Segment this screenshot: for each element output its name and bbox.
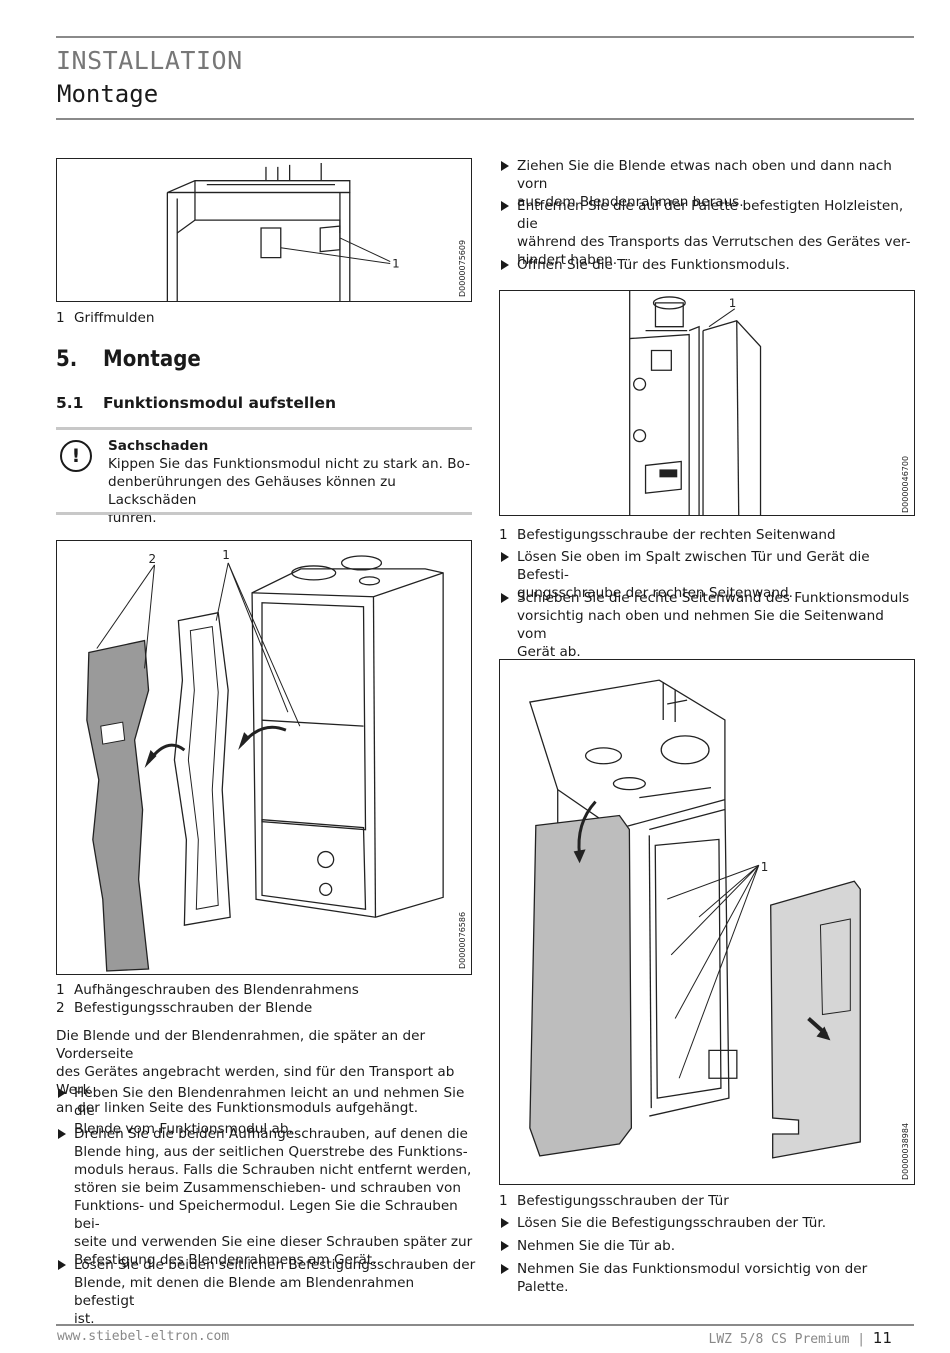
step-line: Öffnen Sie die Tür des Funktionsmoduls. — [517, 257, 790, 273]
figure-seitenwand-legend: 1 Befestigungsschraube der rechten Seiten… — [499, 526, 836, 544]
figure-blende-docid: D0000076586 — [458, 911, 467, 969]
legend-text: Befestigungsschraube der rechten Seitenw… — [517, 527, 836, 543]
step-line: Blende vom Funktionsmodul ab. — [74, 1121, 293, 1137]
legend-number: 1 — [499, 1193, 508, 1209]
legend-number: 1 — [56, 310, 65, 326]
warning-bottom-rule — [56, 512, 472, 515]
warning-line: Kippen Sie das Funktionsmodul nicht zu s… — [108, 456, 471, 472]
section-number: 5. — [56, 347, 78, 372]
subsection-title: Funktionsmodul aufstellen — [103, 394, 337, 412]
figure-seitenwand-docid: D0000046700 — [901, 455, 910, 513]
legend-text: Aufhängeschrauben des Blendenrahmens — [74, 982, 359, 998]
footer-product-page: LWZ 5/8 CS Premium | 11 — [709, 1329, 892, 1347]
step-line: gungsschraube der rechten Seitenwand. — [517, 585, 793, 601]
figure-blende: 2 1 D0000076586 — [56, 540, 472, 975]
step-schraube-seitenwand-loesen: Lösen Sie oben im Spalt zwischen Tür und… — [499, 548, 914, 602]
section-heading: 5. Montage — [56, 347, 201, 372]
header-category: INSTALLATION — [56, 46, 243, 75]
figure-seitenwand: 1 D0000046700 — [499, 290, 915, 516]
figure-blende-callout-1: 1 — [222, 548, 230, 562]
step-line: Gerät ab. — [517, 644, 581, 660]
step-line: Nehmen Sie die Tür ab. — [517, 1238, 676, 1254]
step-line: während des Transports das Verrutschen d… — [517, 234, 911, 250]
figure-tuer-docid: D0000038984 — [901, 1122, 910, 1180]
footer-separator: | — [857, 1332, 866, 1347]
step-tuer-abnehmen: Nehmen Sie die Tür ab. — [499, 1237, 914, 1255]
warning-top-rule — [56, 427, 472, 430]
step-tuerschrauben-loesen: Lösen Sie die Befestigungsschrauben der … — [499, 1214, 914, 1232]
warning-icon: ! — [60, 440, 92, 472]
step-line: Lösen Sie die beiden seitlichen Befestig… — [74, 1257, 476, 1273]
step-line: ist. — [74, 1311, 95, 1327]
figure-blende-callout-2: 2 — [149, 552, 157, 566]
step-line: Lösen Sie oben im Spalt zwischen Tür und… — [517, 549, 870, 583]
step-line: Lösen Sie die Befestigungsschrauben der … — [517, 1215, 827, 1231]
step-aufhaengeschrauben-drehen: Drehen Sie die beiden Aufhängeschrauben,… — [56, 1125, 476, 1269]
step-line: Blende, mit denen die Blende am Blendenr… — [74, 1275, 415, 1309]
step-line: Blende hing, aus der seitlichen Querstre… — [74, 1144, 468, 1160]
header-top-rule — [56, 36, 914, 38]
step-blende-herausziehen: Ziehen Sie die Blende etwas nach oben un… — [499, 157, 914, 211]
figure-blende-drawing: 2 1 — [86, 548, 444, 972]
section-title: Montage — [103, 347, 201, 372]
subsection-number: 5.1 — [56, 394, 84, 412]
step-line: Ziehen Sie die Blende etwas nach oben un… — [517, 158, 892, 192]
step-line: Funktions- und Speichermodul. Legen Sie … — [74, 1198, 458, 1232]
legend-text: Befestigungsschrauben der Blende — [74, 1000, 313, 1016]
paragraph-line: an der linken Seite des Funktionsmoduls … — [56, 1100, 419, 1116]
figure-blende-legend-2: 2 Befestigungsschrauben der Blende — [56, 999, 312, 1017]
legend-text: Befestigungsschrauben der Tür — [517, 1193, 729, 1209]
paragraph-line: Die Blende und der Blendenrahmen, die sp… — [56, 1028, 426, 1062]
figure-tuer-legend: 1 Befestigungsschrauben der Tür — [499, 1192, 729, 1210]
step-line: Schieben Sie die rechte Seitenwand des F… — [517, 590, 910, 606]
figure-blende-legend-1: 1 Aufhängeschrauben des Blendenrahmens — [56, 981, 359, 999]
legend-number: 1 — [56, 982, 65, 998]
warning-title: Sachschaden — [108, 438, 209, 454]
step-line: moduls heraus. Falls die Schrauben nicht… — [74, 1162, 472, 1178]
step-line: vorsichtig nach oben und nehmen Sie die … — [517, 608, 884, 642]
figure-tuer-callout: 1 — [761, 860, 769, 874]
footer-website: www.stiebel-eltron.com — [57, 1329, 230, 1344]
step-tuer-oeffnen: Öffnen Sie die Tür des Funktionsmoduls. — [499, 256, 914, 274]
step-line: Heben Sie den Blendenrahmen leicht an un… — [74, 1085, 465, 1119]
figure-griffmulden-drawing: 1 — [166, 162, 400, 301]
footer-page-number: 11 — [872, 1329, 892, 1347]
figure-griffmulden-docid: D0000075609 — [458, 239, 467, 297]
legend-number: 1 — [499, 527, 508, 543]
step-line: aus dem Blendenrahmen heraus. — [517, 194, 744, 210]
footer-product: LWZ 5/8 CS Premium — [708, 1332, 850, 1347]
header-title: Montage — [57, 80, 159, 108]
warning-line: denberührungen des Gehäuses können zu La… — [108, 474, 396, 508]
step-line: hindert haben. — [517, 252, 618, 268]
step-line: stören sie beim Zusammenschieben- und sc… — [74, 1180, 461, 1196]
figure-seitenwand-callout: 1 — [729, 296, 737, 310]
legend-number: 2 — [56, 1000, 65, 1016]
warning-text: Sachschaden Kippen Sie das Funktionsmodu… — [108, 437, 472, 527]
subsection-heading: 5.1 Funktionsmodul aufstellen — [56, 394, 336, 412]
step-befestigungsschrauben-loesen: Lösen Sie die beiden seitlichen Befestig… — [56, 1256, 476, 1328]
step-line: Entfernen Sie die auf der Palette befest… — [517, 198, 904, 232]
step-holzleisten-entfernen: Entfernen Sie die auf der Palette befest… — [499, 197, 914, 269]
figure-tuer: 1 D0000038984 — [499, 659, 915, 1185]
figure-griffmulden: 1 D0000075609 — [56, 158, 472, 302]
step-line: Befestigung des Blendenrahmens am Gerät. — [74, 1252, 377, 1268]
footer-rule — [56, 1324, 914, 1326]
header-bottom-rule — [56, 118, 914, 120]
step-line: seite und verwenden Sie eine dieser Schr… — [74, 1234, 473, 1250]
step-line: Nehmen Sie das Funktionsmodul vorsichtig… — [517, 1261, 868, 1295]
figure-seitenwand-drawing: 1 — [629, 291, 762, 515]
step-line: Drehen Sie die beiden Aufhängeschrauben,… — [74, 1126, 468, 1142]
figure-griffmulden-callout: 1 — [392, 256, 400, 270]
legend-text: Griffmulden — [74, 310, 155, 326]
step-funktionsmodul-von-palette: Nehmen Sie das Funktionsmodul vorsichtig… — [499, 1260, 914, 1296]
step-blendenrahmen-anheben: Heben Sie den Blendenrahmen leicht an un… — [56, 1084, 476, 1138]
figure-griffmulden-legend: 1 Griffmulden — [56, 309, 155, 327]
figure-tuer-drawing: 1 — [529, 679, 861, 1159]
step-seitenwand-abnehmen: Schieben Sie die rechte Seitenwand des F… — [499, 589, 914, 661]
